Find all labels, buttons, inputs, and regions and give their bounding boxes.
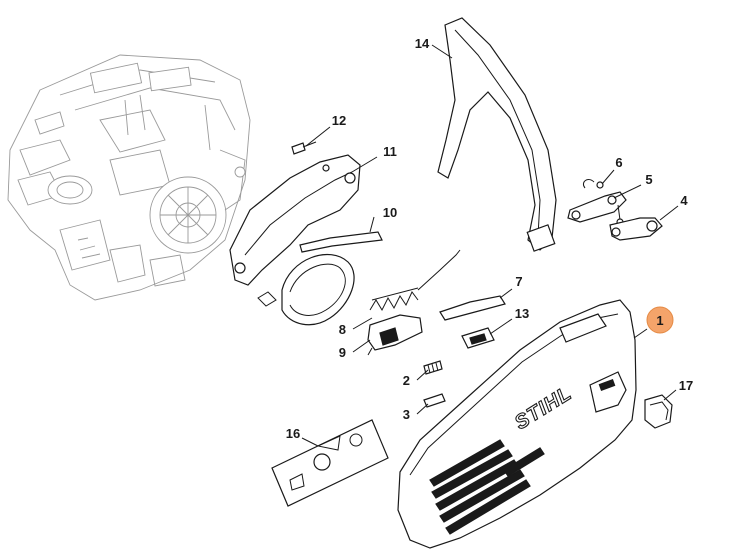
brake-band-cover-part[interactable] bbox=[229, 154, 361, 286]
callout-13[interactable]: 13 bbox=[515, 306, 529, 321]
callout-1-highlight bbox=[646, 306, 674, 334]
screw-part-12[interactable] bbox=[291, 141, 317, 155]
hand-guard-part[interactable] bbox=[437, 17, 557, 252]
pin-part[interactable] bbox=[423, 393, 446, 408]
block-part[interactable] bbox=[461, 327, 495, 349]
stud-part[interactable] bbox=[423, 360, 443, 375]
callout-6[interactable]: 6 bbox=[615, 155, 622, 170]
warning-label-part[interactable] bbox=[271, 419, 389, 507]
link-part[interactable] bbox=[609, 217, 663, 241]
callout-3[interactable]: 3 bbox=[403, 407, 410, 422]
leader-lines bbox=[301, 44, 679, 447]
callout-14[interactable]: 14 bbox=[415, 36, 430, 51]
tension-spring-part[interactable] bbox=[369, 249, 461, 312]
brake-band-part[interactable] bbox=[257, 231, 383, 326]
sprocket-cover-part[interactable]: STIHL bbox=[397, 299, 637, 549]
callout-8[interactable]: 8 bbox=[339, 322, 346, 337]
callout-4[interactable]: 4 bbox=[680, 193, 688, 208]
spring-plate-part[interactable] bbox=[439, 295, 506, 321]
callout-17[interactable]: 17 bbox=[679, 378, 693, 393]
nut-part[interactable] bbox=[644, 394, 673, 429]
callout-9[interactable]: 9 bbox=[339, 345, 346, 360]
callout-5[interactable]: 5 bbox=[645, 172, 652, 187]
callout-10[interactable]: 10 bbox=[383, 205, 397, 220]
engine-powerhead-illustration bbox=[7, 54, 251, 301]
callout-7[interactable]: 7 bbox=[515, 274, 522, 289]
pawl-bracket-part[interactable] bbox=[367, 314, 423, 356]
callout-16[interactable]: 16 bbox=[286, 426, 300, 441]
clip-part[interactable] bbox=[582, 179, 604, 189]
callout-2[interactable]: 2 bbox=[403, 373, 410, 388]
callout-labels: 1 2 3 4 5 6 7 8 9 10 11 12 13 14 16 17 bbox=[286, 36, 693, 441]
callout-11[interactable]: 11 bbox=[383, 144, 397, 159]
callout-12[interactable]: 12 bbox=[332, 113, 346, 128]
callout-1[interactable]: 1 bbox=[656, 313, 663, 328]
